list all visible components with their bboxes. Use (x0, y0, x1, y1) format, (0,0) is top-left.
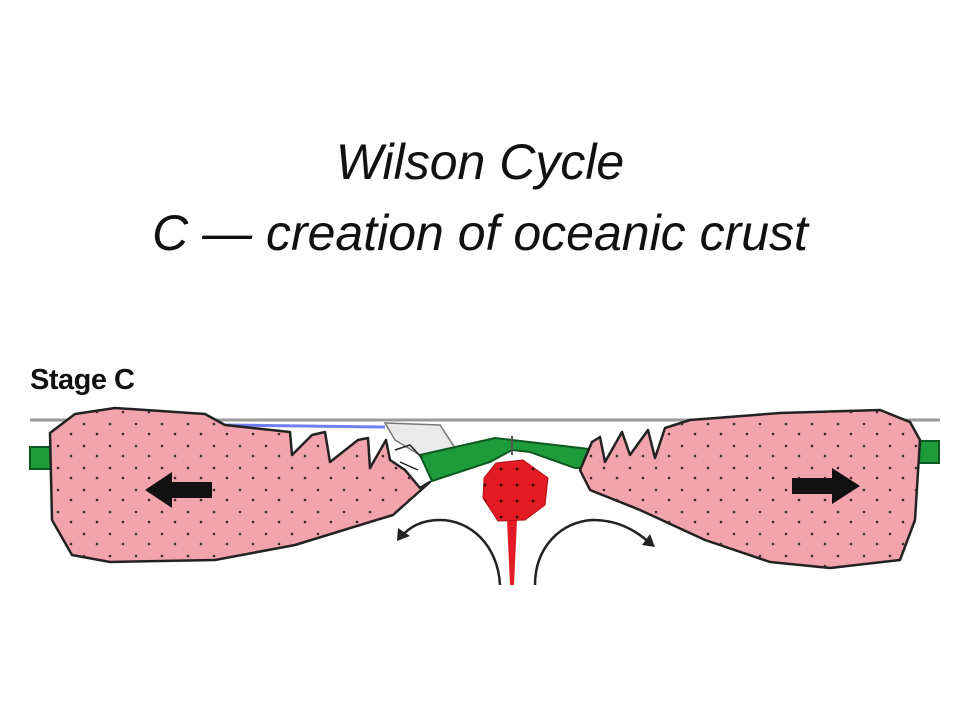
rift-faults (394, 444, 423, 471)
right-arrow-icon (792, 468, 860, 504)
stage-label: Stage C (30, 364, 135, 396)
convection-arrowhead-left (397, 528, 410, 541)
convection-arrow-right (533, 518, 651, 586)
convection-arrow-left (399, 518, 502, 586)
shallow-water-line (224, 423, 386, 429)
magma-stem (507, 520, 517, 585)
left-arrow-icon (145, 472, 212, 508)
title-line-2: C — creation of oceanic crust (152, 205, 808, 261)
convection-arrowhead-right (642, 534, 655, 547)
oceanic-strip-left (29, 446, 53, 470)
title-line-1: Wilson Cycle (335, 134, 625, 190)
